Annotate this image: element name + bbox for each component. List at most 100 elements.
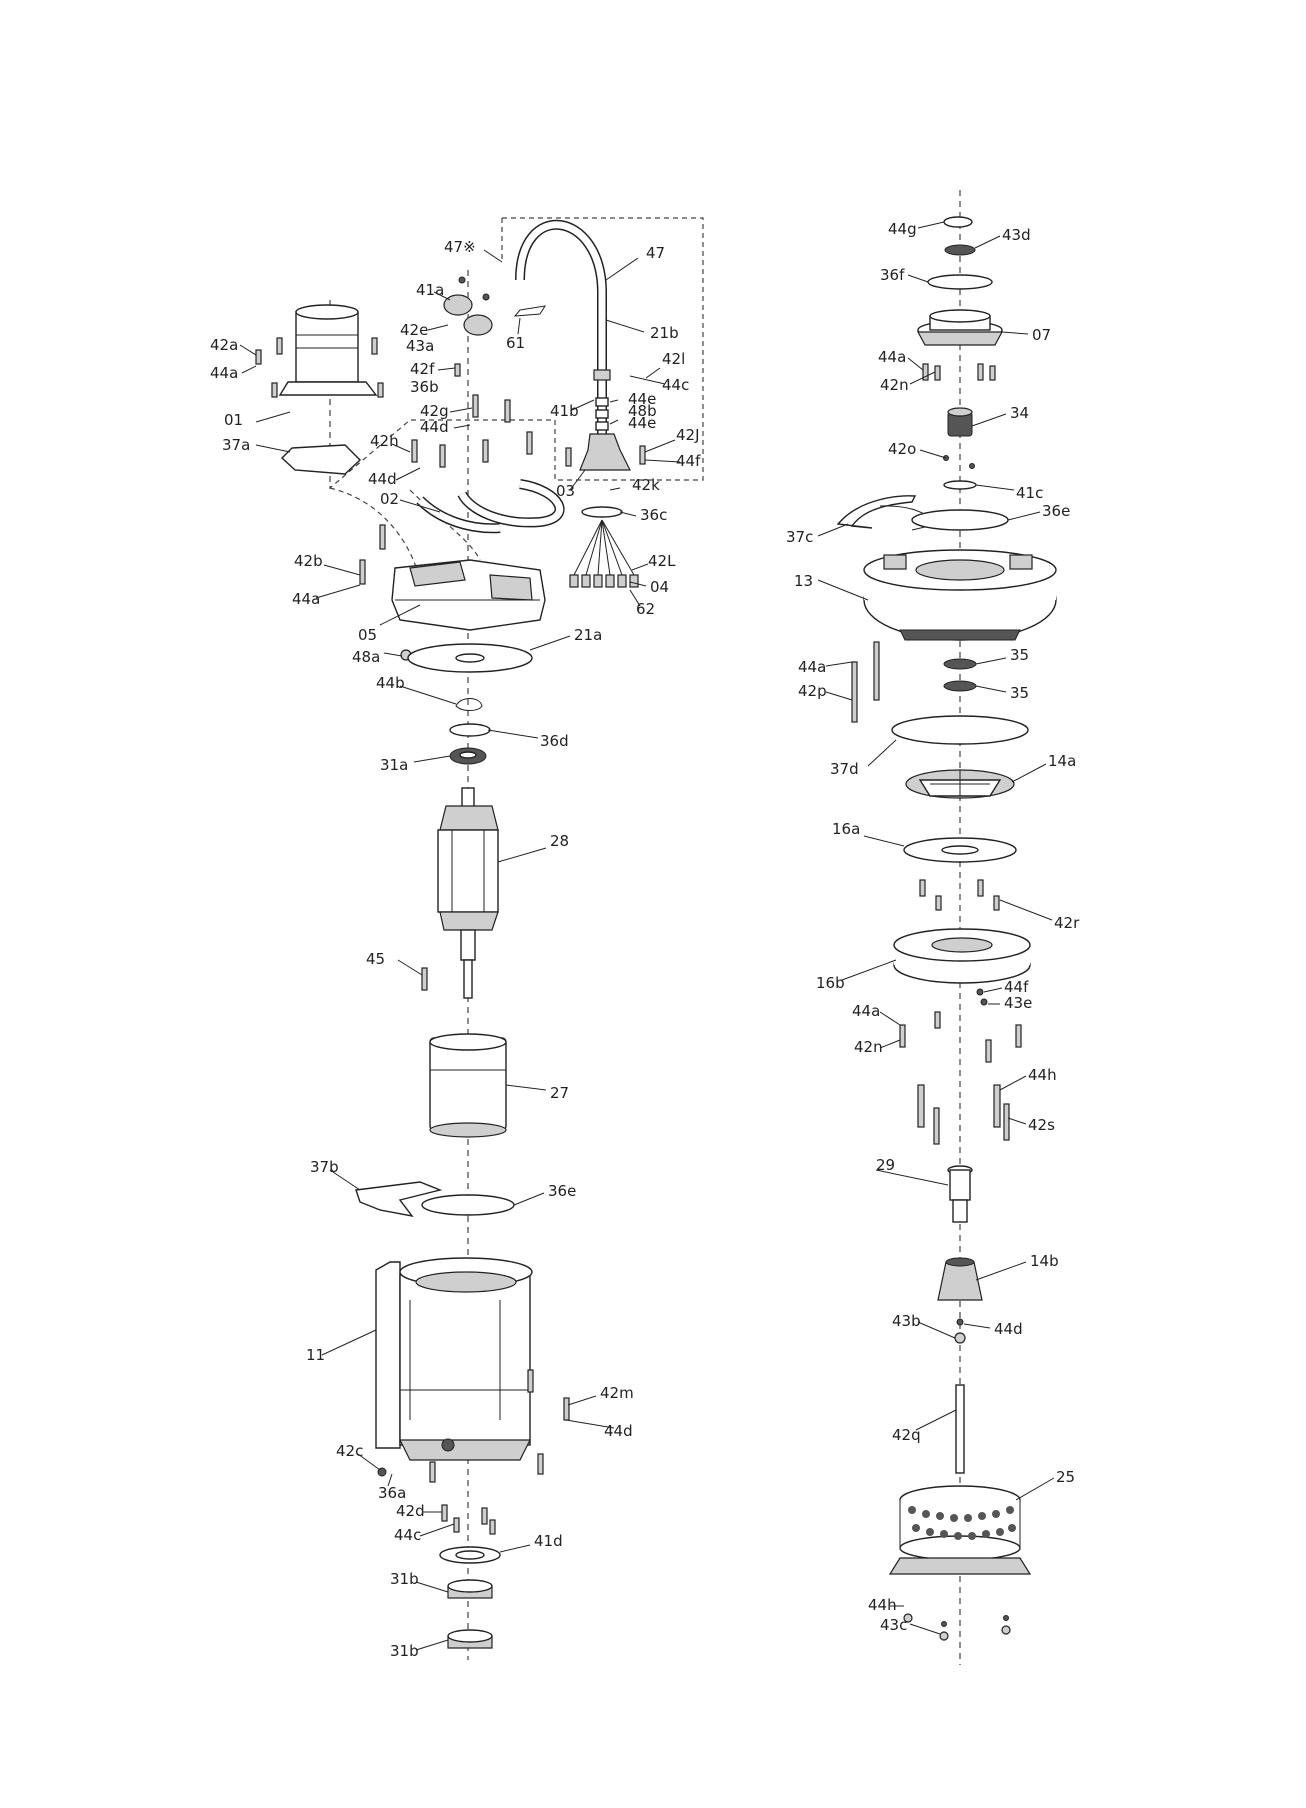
label-27: 27 — [550, 1084, 569, 1102]
label-37d: 37d — [830, 760, 859, 778]
label-42g: 42g — [420, 402, 449, 420]
studs-42s — [917, 1084, 1010, 1145]
label-25: 25 — [1056, 1468, 1075, 1486]
label-36f: 36f — [880, 266, 905, 284]
label-44h-right: 44h — [1028, 1066, 1057, 1084]
label-42b: 42b — [294, 552, 323, 570]
label-44f-top: 44f — [676, 452, 701, 470]
label-29: 29 — [876, 1156, 895, 1174]
label-45: 45 — [366, 950, 385, 968]
label-37c: 37c — [786, 528, 813, 546]
label-42f: 42f — [410, 360, 435, 378]
label-16a: 16a — [832, 820, 860, 838]
label-42q: 42q — [892, 1426, 921, 1444]
clip-61 — [513, 305, 547, 317]
nuts-43c — [903, 1613, 1011, 1641]
label-21a: 21a — [574, 626, 602, 644]
label-44d-right: 44d — [994, 1320, 1023, 1338]
label-41c: 41c — [1016, 484, 1043, 502]
bearing-31b-upper — [447, 1579, 493, 1599]
motor-cover-part — [278, 304, 378, 396]
stator-27 — [429, 1033, 507, 1138]
label-44g: 44g — [888, 220, 917, 238]
label-42l: 42l — [662, 350, 685, 368]
label-14a: 14a — [1048, 752, 1076, 770]
impeller-14b — [937, 1257, 983, 1301]
label-43e: 43e — [1004, 994, 1032, 1012]
label-41b: 41b — [550, 402, 579, 420]
motor-frame-11 — [375, 1257, 533, 1461]
seal-43d — [944, 244, 976, 256]
label-13: 13 — [794, 572, 813, 590]
label-36d: 36d — [540, 732, 569, 750]
label-36c: 36c — [640, 506, 667, 524]
bearing-31a — [449, 747, 487, 765]
label-44h-bottom: 44h — [868, 1596, 897, 1614]
label-42k: 42k — [632, 476, 660, 494]
label-43a: 43a — [406, 337, 434, 355]
o-ring-36d — [449, 723, 491, 737]
cable-gland-assembly-03 — [565, 369, 646, 471]
o-ring-36e-right — [911, 509, 1009, 531]
nut-43b — [954, 1332, 966, 1344]
oil-seal-35-upper — [943, 658, 977, 670]
screws-42d — [441, 1504, 496, 1535]
label-42a: 42a — [210, 336, 238, 354]
label-28: 28 — [550, 832, 569, 850]
screws-42n-lower — [899, 988, 1022, 1063]
label-47-note: 47※ — [444, 238, 476, 256]
label-36b: 36b — [410, 378, 439, 396]
right-part-labels: 44g 43d 36f 07 44a 42n 34 42o 41c 36e 37… — [786, 220, 1080, 1634]
label-21b: 21b — [650, 324, 679, 342]
screws-42r — [919, 879, 1000, 911]
label-42c: 42c — [336, 1442, 363, 1460]
label-37b: 37b — [310, 1158, 339, 1176]
label-42n-r1: 42n — [880, 376, 909, 394]
leader-lines — [239, 221, 1055, 1651]
label-44e-1: 44e — [628, 390, 656, 408]
label-04: 04 — [650, 578, 669, 596]
rotor-28 — [437, 787, 499, 999]
label-44a-mid: 44a — [292, 590, 320, 608]
label-42r: 42r — [1054, 914, 1080, 932]
label-31b-upper: 31b — [390, 1570, 419, 1588]
bearing-31b-lower — [447, 1629, 493, 1649]
label-44a-r2: 44a — [798, 658, 826, 676]
oil-seal-35-lower — [943, 680, 977, 692]
label-42m: 42m — [600, 1384, 634, 1402]
label-42h: 42h — [370, 432, 399, 450]
screws-42g-42h — [411, 363, 533, 468]
label-42e: 42e — [400, 321, 428, 339]
impeller-plate-14a — [905, 769, 1015, 799]
key-45 — [421, 967, 428, 991]
plate-41c — [943, 480, 977, 490]
gasket-37c — [836, 495, 917, 529]
label-42n-r2: 42n — [854, 1038, 883, 1056]
o-ring-36e-left — [421, 1194, 515, 1216]
label-02: 02 — [380, 490, 399, 508]
screws-42b — [359, 524, 386, 585]
label-03: 03 — [556, 482, 575, 500]
label-36e-right: 36e — [1042, 502, 1070, 520]
label-31b-lower: 31b — [390, 1642, 419, 1660]
label-42d: 42d — [396, 1502, 425, 1520]
gasket-37a — [280, 444, 362, 475]
clip-44b — [455, 698, 483, 711]
label-41d: 41d — [534, 1532, 563, 1550]
terminal-housing-05 — [391, 559, 546, 631]
terminal-leads-04 — [569, 519, 639, 588]
strainer-25 — [888, 1485, 1032, 1575]
label-44d-2: 44d — [368, 470, 397, 488]
label-07: 07 — [1032, 326, 1051, 344]
label-42J: 42J — [676, 426, 700, 444]
label-05: 05 — [358, 626, 377, 644]
screws-42m — [377, 1369, 570, 1483]
oil-casing-13 — [863, 549, 1057, 641]
label-16b: 16b — [816, 974, 845, 992]
label-61: 61 — [506, 334, 525, 352]
label-44c-bottom: 44c — [394, 1526, 421, 1544]
label-43b: 43b — [892, 1312, 921, 1330]
label-44d-1: 44d — [420, 418, 449, 436]
seal-cover-07 — [916, 309, 1004, 346]
